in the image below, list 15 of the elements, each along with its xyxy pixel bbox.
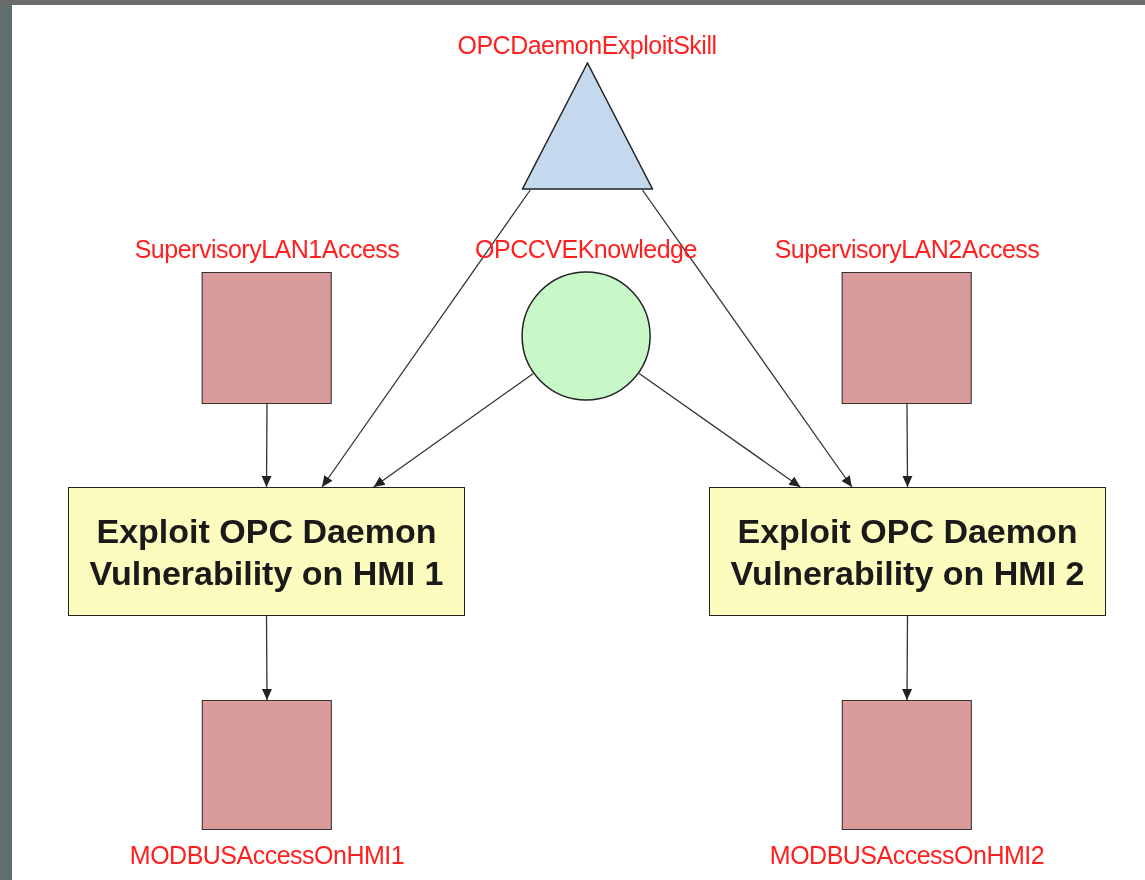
arrow — [261, 615, 272, 701]
arrow — [638, 372, 801, 488]
arrow — [261, 403, 272, 488]
node-label: SupervisoryLAN2Access — [774, 234, 1040, 264]
arrow — [902, 615, 913, 701]
arrow — [902, 403, 913, 488]
node-label: SupervisoryLAN1Access — [134, 234, 400, 264]
node-label: MODBUSAccessOnHMI2 — [769, 840, 1045, 870]
action-box: Exploit OPC Daemon Vulnerability on HMI 2 — [709, 487, 1106, 616]
arrow — [641, 189, 853, 488]
action-box: Exploit OPC Daemon Vulnerability on HMI 1 — [68, 487, 465, 616]
arrow — [321, 189, 531, 488]
arrow — [373, 373, 534, 488]
node-label: OPCDaemonExploitSkill — [457, 30, 717, 60]
node-label: MODBUSAccessOnHMI1 — [129, 840, 405, 870]
